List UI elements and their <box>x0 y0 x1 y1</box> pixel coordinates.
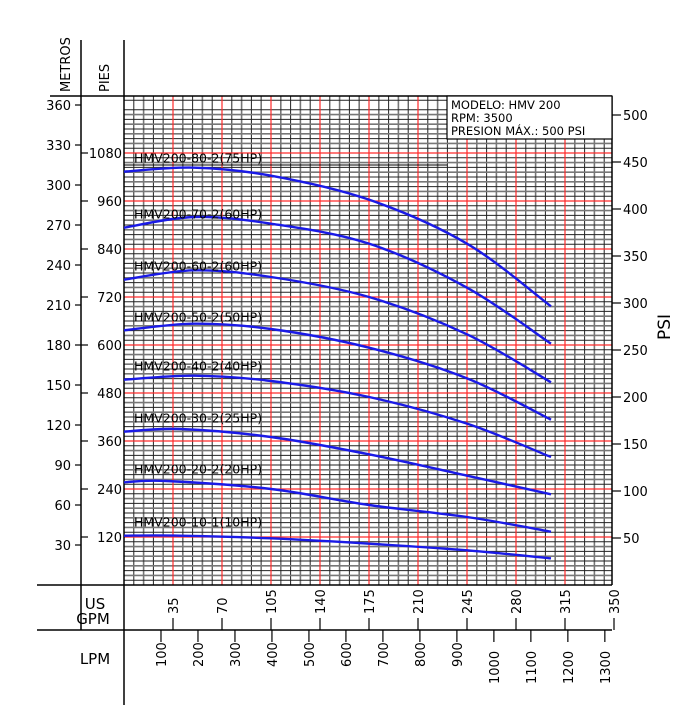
psi-axis-label: PSI <box>655 314 675 340</box>
metros-tick-label: 90 <box>54 459 71 474</box>
lpm-tick-label: 900 <box>451 642 466 667</box>
metros-tick-label: 60 <box>54 499 71 514</box>
lpm-tick-label: 600 <box>340 642 355 667</box>
lpm-tick-label: 200 <box>192 642 207 667</box>
lpm-tick-label: 1100 <box>525 651 540 684</box>
pump-curve-label: HMV200-40-2(40HP) <box>134 359 262 374</box>
pies-tick-label: 840 <box>97 243 122 258</box>
pies-tick-label: 480 <box>97 387 122 402</box>
metros-tick-label: 210 <box>46 299 71 314</box>
lpm-tick-label: 1000 <box>488 651 503 684</box>
lpm-tick-label: 300 <box>229 642 244 667</box>
curves: HMV200-80-2(75HP) HMV200-70-2(60HP) HMV200… <box>123 151 552 560</box>
gpm-tick-label: 280 <box>510 589 525 614</box>
pies-tick-label: 600 <box>97 339 122 354</box>
pies-tick-label: 240 <box>97 483 122 498</box>
pump-curve <box>123 534 552 560</box>
gpm-tick-label: 315 <box>559 589 574 614</box>
grid <box>124 96 612 585</box>
pump-curve-label: HMV200-80-2(75HP) <box>134 151 262 166</box>
gpm-tick-label: 105 <box>265 589 280 614</box>
us-label: US <box>85 595 106 613</box>
metros-axis-label: METROS <box>59 37 74 92</box>
metros-tick-label: 120 <box>46 419 71 434</box>
pies-tick-label: 720 <box>97 291 122 306</box>
metros-tick-label: 270 <box>46 219 71 234</box>
pump-curve-label: HMV200-30-2(25HP) <box>134 411 262 426</box>
pump-curve <box>123 269 552 384</box>
psi-tick-label: 50 <box>623 532 640 547</box>
pies-tick-label: 960 <box>97 195 122 210</box>
lpm-label: LPM <box>80 650 110 668</box>
pump-curve <box>123 215 552 345</box>
info-model: MODELO: HMV 200 <box>451 98 561 112</box>
metros-tick-label: 240 <box>46 259 71 274</box>
psi-tick-label: 150 <box>623 438 648 453</box>
pump-curve-label: HMV200-60-2(60HP) <box>134 259 262 274</box>
gpm-tick-label: 140 <box>314 589 329 614</box>
axis-ticks: 30 60 90 120 150 180 210 240 270 300 330 360 120 240 3… <box>46 99 648 684</box>
lpm-tick-label: 400 <box>266 642 281 667</box>
pump-curve-label: HMV200-10-1(10HP) <box>134 515 262 530</box>
pump-curve-label: HMV200-20-2(20HP) <box>134 461 262 476</box>
pump-curve <box>123 166 552 308</box>
gpm-tick-label: 210 <box>412 589 427 614</box>
psi-tick-label: 300 <box>623 297 648 312</box>
pump-curve <box>123 479 552 533</box>
lpm-tick-label: 800 <box>414 642 429 667</box>
pies-tick-label: 120 <box>97 531 122 546</box>
lpm-tick-label: 100 <box>155 642 170 667</box>
pies-axis-label: PIES <box>98 64 113 92</box>
gpm-tick-label: 175 <box>363 589 378 614</box>
gpm-label: GPM <box>76 610 110 628</box>
gpm-tick-label: 35 <box>167 597 182 614</box>
metros-tick-label: 360 <box>46 99 71 114</box>
lpm-tick-label: 700 <box>377 642 392 667</box>
metros-tick-label: 150 <box>46 379 71 394</box>
psi-tick-label: 200 <box>623 391 648 406</box>
psi-tick-label: 500 <box>623 109 648 124</box>
metros-tick-label: 30 <box>54 539 71 554</box>
info-box: MODELO: HMV 200 RPM: 3500 PRESION MÁX.: … <box>446 95 613 140</box>
pump-curve <box>123 374 552 459</box>
pies-tick-label: 1080 <box>89 147 122 162</box>
psi-tick-label: 350 <box>623 250 648 265</box>
metros-tick-label: 300 <box>46 179 71 194</box>
pies-tick-label: 360 <box>97 435 122 450</box>
psi-tick-label: 450 <box>623 156 648 171</box>
psi-tick-label: 250 <box>623 344 648 359</box>
lpm-tick-label: 1200 <box>562 651 577 684</box>
pump-curve-label: HMV200-70-2(60HP) <box>134 207 262 222</box>
lpm-tick-label: 1300 <box>599 651 614 684</box>
lpm-tick-label: 500 <box>303 642 318 667</box>
info-max-pressure: PRESION MÁX.: 500 PSI <box>451 123 585 138</box>
pump-curve-label: HMV200-50-2(50HP) <box>134 309 262 324</box>
pump-curve <box>123 427 552 496</box>
psi-tick-label: 400 <box>623 203 648 218</box>
psi-tick-label: 100 <box>623 485 648 500</box>
metros-tick-label: 330 <box>46 139 71 154</box>
gpm-tick-label: 350 <box>608 589 623 614</box>
gpm-tick-label: 70 <box>216 597 231 614</box>
gpm-tick-label: 245 <box>461 589 476 614</box>
info-rpm: RPM: 3500 <box>451 111 513 125</box>
pump-curve <box>123 322 552 421</box>
metros-tick-label: 180 <box>46 339 71 354</box>
